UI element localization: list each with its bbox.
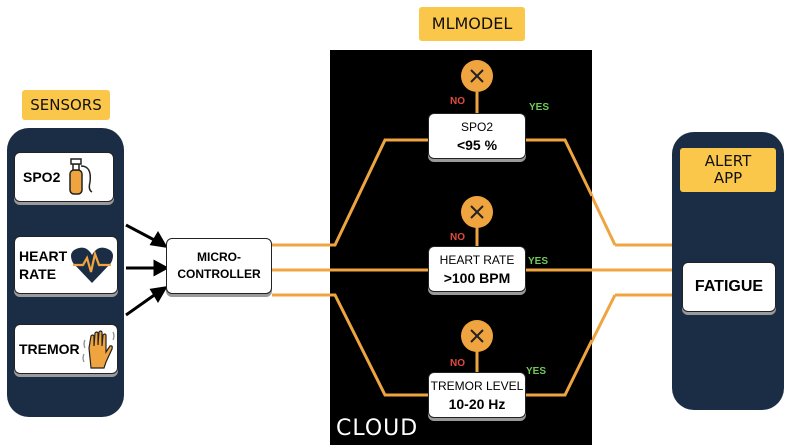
- sensors-label: SENSORS: [22, 90, 110, 120]
- microcontroller-card: MICRO- CONTROLLER: [166, 238, 272, 294]
- yes-label: YES: [529, 102, 550, 113]
- fatigue-alert-card: FATIGUE: [682, 262, 776, 312]
- alert-output: FATIGUE: [694, 278, 764, 295]
- check-name: HEART RATE: [439, 252, 515, 267]
- check-name: TREMOR LEVEL: [430, 378, 524, 393]
- shaking-hand-icon: [82, 330, 115, 369]
- sensor-card-spo2: SPO2: [14, 152, 114, 202]
- check-threshold: <95 %: [456, 136, 498, 153]
- no-label: NO: [450, 232, 465, 243]
- no-label: NO: [450, 358, 465, 369]
- microcontroller-label: MICRO- CONTROLLER: [177, 250, 261, 281]
- sensor-card-tremor: TREMOR: [14, 324, 118, 374]
- yes-label: YES: [526, 366, 547, 377]
- sensor-label: TREMOR: [19, 341, 80, 357]
- oxygen-tank-icon: [69, 158, 93, 195]
- check-name: SPO2: [460, 119, 493, 134]
- reject-x-icon: [461, 196, 493, 228]
- sensor-label: HEART RATE: [19, 248, 68, 282]
- check-card-tremor-level: TREMOR LEVEL 10-20 Hz: [428, 372, 526, 418]
- mlmodel-label: MLMODEL: [419, 7, 525, 41]
- no-label: NO: [450, 96, 465, 107]
- sensor-label: SPO2: [23, 169, 61, 185]
- sensor-card-heart-rate: HEART RATE: [14, 236, 118, 294]
- cloud-label: CLOUD: [336, 416, 419, 441]
- check-threshold: >100 BPM: [443, 269, 511, 286]
- check-card-heart-rate: HEART RATE >100 BPM: [428, 246, 526, 292]
- reject-x-icon: [461, 320, 493, 352]
- check-threshold: 10-20 Hz: [448, 395, 506, 412]
- reject-x-icon: [461, 60, 493, 92]
- check-card-spo2: SPO2 <95 %: [428, 113, 526, 159]
- alert-app-label: ALERT APP: [680, 148, 776, 192]
- yes-label: YES: [528, 256, 549, 267]
- heart-pulse-icon: [71, 247, 114, 283]
